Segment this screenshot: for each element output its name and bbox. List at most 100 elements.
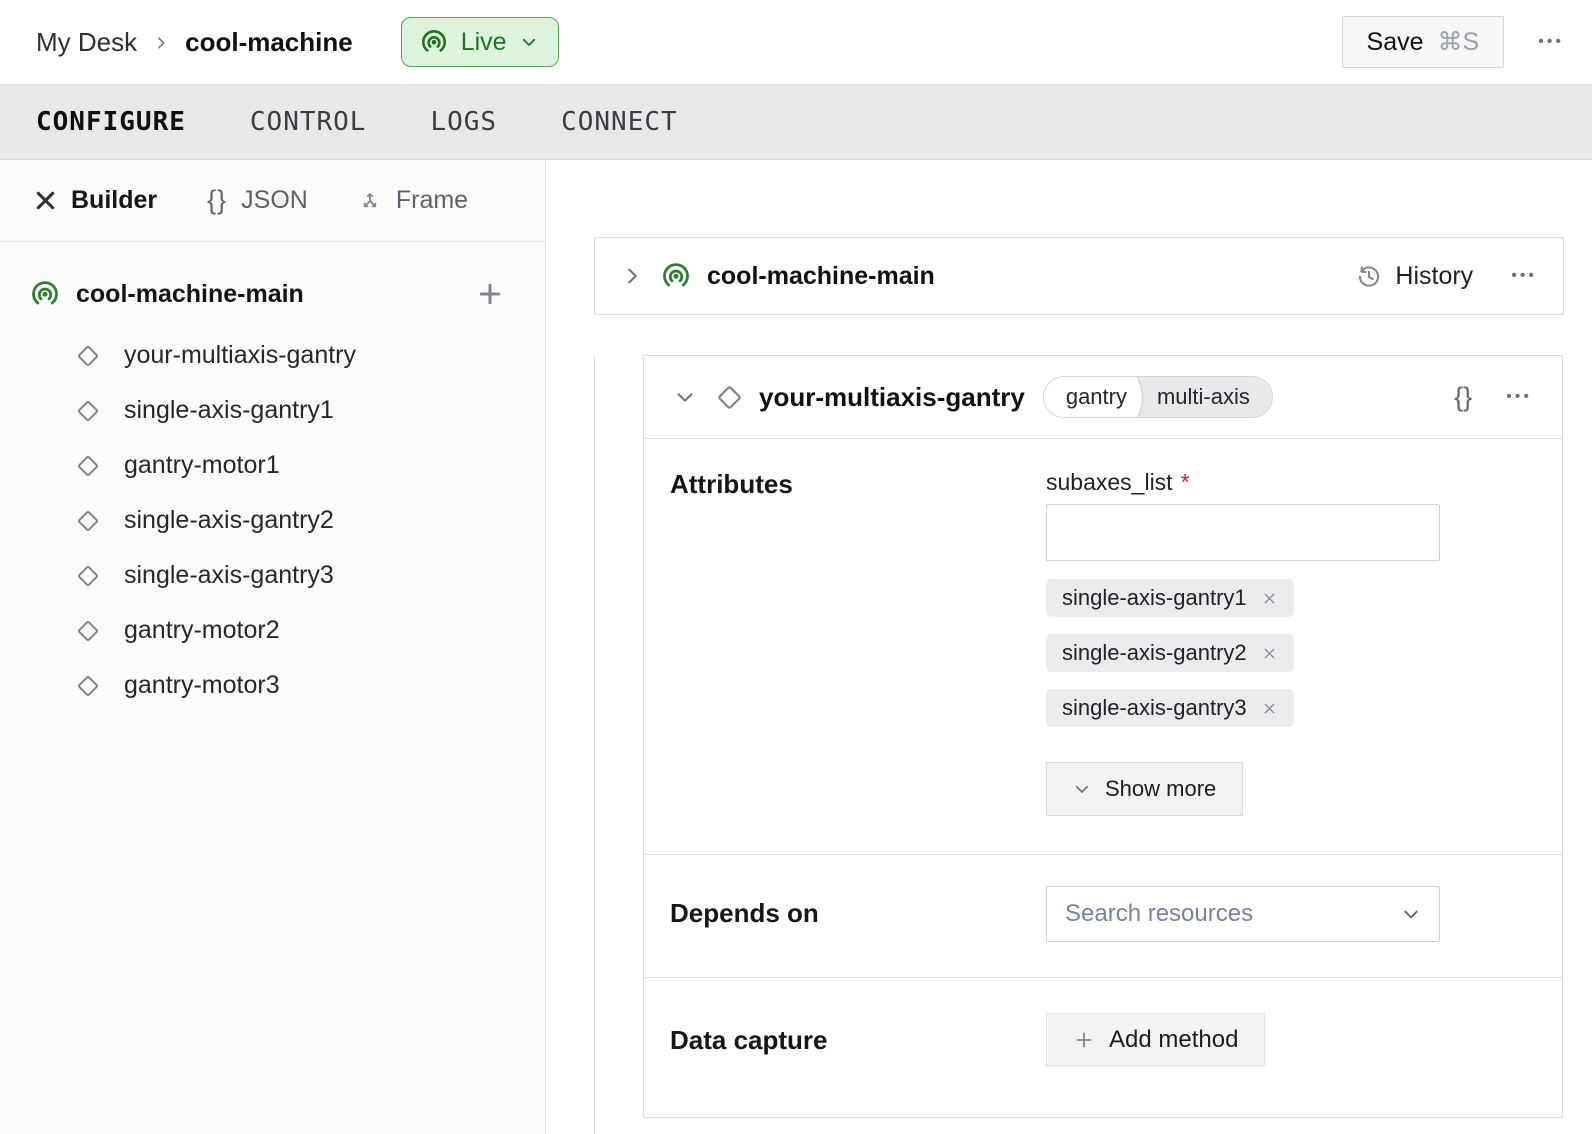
tree-item-label: gantry-motor3 (124, 671, 280, 699)
mode-json[interactable]: {} JSON (207, 185, 308, 216)
view-mode-switcher: Builder {} JSON Frame (0, 160, 545, 242)
resource-card: your-multiaxis-gantry gantry multi-axis … (643, 355, 1563, 1118)
diamond-icon (76, 344, 100, 368)
tree-items: your-multiaxis-gantry single-axis-gantry… (30, 328, 505, 713)
breadcrumb-root-link[interactable]: My Desk (36, 26, 138, 57)
diamond-icon (76, 454, 100, 478)
chip-label: single-axis-gantry3 (1062, 695, 1247, 720)
machine-card-menu-icon[interactable]: ••• (1511, 267, 1537, 284)
tree-root-machine-part[interactable]: cool-machine-main (30, 266, 505, 322)
mode-frame-label: Frame (395, 186, 469, 214)
diamond-icon (76, 509, 100, 533)
mode-frame[interactable]: Frame (358, 186, 468, 215)
tree-item-label: gantry-motor2 (124, 616, 280, 644)
history-button[interactable]: History (1355, 262, 1473, 291)
tree-item-single-axis-gantry1[interactable]: single-axis-gantry1 (76, 383, 505, 438)
show-more-label: Show more (1105, 776, 1217, 801)
diamond-icon (76, 399, 100, 423)
tab-configure[interactable]: CONFIGURE (36, 107, 186, 137)
mode-json-label: JSON (241, 186, 308, 214)
attributes-fields: subaxes_list * single-axis-gantry1 (1046, 469, 1536, 816)
save-shortcut: ⌘S (1437, 28, 1480, 56)
chip-single-axis-gantry1: single-axis-gantry1 (1046, 579, 1294, 617)
machine-part-icon (30, 279, 60, 309)
diamond-icon (76, 619, 100, 643)
data-capture-heading: Data capture (670, 1025, 828, 1055)
resource-menu-icon[interactable]: ••• (1506, 388, 1532, 405)
depends-on-select[interactable]: Search resources (1046, 886, 1440, 942)
breadcrumb: My Desk cool-machine (36, 27, 353, 58)
data-capture-field: Add method (1046, 1013, 1536, 1066)
diamond-icon (716, 384, 743, 411)
attributes-heading: Attributes (670, 469, 793, 499)
tools-icon (34, 189, 57, 212)
machine-part-title: cool-machine-main (707, 261, 935, 290)
show-more-button[interactable]: Show more (1046, 762, 1244, 816)
live-label: Live (460, 27, 507, 56)
close-icon[interactable] (1261, 590, 1278, 607)
more-menu-icon[interactable]: ••• (1538, 33, 1564, 50)
depends-on-placeholder: Search resources (1065, 900, 1254, 927)
resource-card-header: your-multiaxis-gantry gantry multi-axis … (644, 356, 1562, 439)
main-panel: cool-machine-main History ••• (546, 160, 1592, 1134)
subaxes-list-input[interactable] (1046, 504, 1440, 561)
chevron-right-icon[interactable] (621, 265, 643, 287)
tree-item-label: gantry-motor1 (124, 451, 280, 479)
resource-json-braces-icon[interactable]: {} (1454, 381, 1473, 412)
depends-on-section: Depends on Search resources (644, 854, 1562, 977)
history-label: History (1395, 261, 1474, 290)
tree-item-label: single-axis-gantry2 (124, 506, 334, 534)
add-method-button[interactable]: Add method (1046, 1013, 1266, 1066)
live-status-dropdown[interactable]: Live (400, 17, 559, 67)
subaxes-chip-list: single-axis-gantry1 single-axis-gantry2 (1046, 579, 1536, 727)
field-label-row: subaxes_list * (1046, 469, 1536, 496)
mode-builder-label: Builder (71, 186, 158, 214)
chip-label: single-axis-gantry2 (1062, 640, 1247, 665)
diamond-icon (76, 674, 100, 698)
tree-item-single-axis-gantry2[interactable]: single-axis-gantry2 (76, 493, 505, 548)
add-resource-plus-icon[interactable] (475, 279, 505, 309)
tree-item-label: single-axis-gantry3 (124, 561, 334, 589)
chevron-down-icon (1401, 904, 1421, 924)
machine-part-body: your-multiaxis-gantry gantry multi-axis … (594, 355, 1564, 1134)
mode-builder[interactable]: Builder (34, 186, 157, 215)
tab-logs[interactable]: LOGS (430, 107, 498, 137)
tree-item-single-axis-gantry3[interactable]: single-axis-gantry3 (76, 548, 505, 603)
breadcrumb-current[interactable]: cool-machine (185, 26, 353, 57)
chip-single-axis-gantry3: single-axis-gantry3 (1046, 689, 1294, 727)
machine-part-icon (661, 261, 691, 291)
braces-icon: {} (207, 185, 228, 215)
resource-title: your-multiaxis-gantry (759, 381, 1025, 412)
subaxes-list-label: subaxes_list (1046, 469, 1173, 495)
live-broadcast-icon (420, 28, 448, 56)
tab-control[interactable]: CONTROL (249, 107, 367, 137)
depends-on-field: Search resources (1046, 886, 1536, 942)
chevron-down-icon[interactable] (674, 386, 696, 408)
depends-on-heading: Depends on (670, 898, 819, 928)
badge-divider (1136, 377, 1149, 417)
tree-item-gantry-motor1[interactable]: gantry-motor1 (76, 438, 505, 493)
chip-label: single-axis-gantry1 (1062, 585, 1247, 610)
save-button[interactable]: Save ⌘S (1341, 16, 1505, 68)
tree-root-label: cool-machine-main (76, 279, 304, 308)
close-icon[interactable] (1261, 700, 1278, 717)
chevron-down-icon (1073, 780, 1091, 798)
tree-item-gantry-motor2[interactable]: gantry-motor2 (76, 603, 505, 658)
machine-tab-bar: CONFIGURE CONTROL LOGS CONNECT (0, 84, 1592, 160)
tree-item-gantry-motor3[interactable]: gantry-motor3 (76, 658, 505, 713)
tree-item-label: your-multiaxis-gantry (124, 341, 357, 369)
tab-connect[interactable]: CONNECT (561, 107, 678, 137)
plus-icon (1073, 1029, 1095, 1051)
tree-item-your-multiaxis-gantry[interactable]: your-multiaxis-gantry (76, 328, 505, 383)
chevron-right-icon (153, 35, 169, 51)
resource-tree: cool-machine-main your-multiaxis-gantry … (0, 242, 545, 713)
diamond-icon (76, 564, 100, 588)
data-capture-section: Data capture Add method (644, 977, 1562, 1117)
model-name-badge: multi-axis (1148, 377, 1272, 417)
workspace: Builder {} JSON Frame (0, 160, 1592, 1134)
close-icon[interactable] (1261, 645, 1278, 662)
frame-axes-icon (358, 189, 382, 213)
model-api-badge: gantry (1043, 377, 1133, 417)
add-method-label: Add method (1109, 1025, 1239, 1053)
chip-single-axis-gantry2: single-axis-gantry2 (1046, 634, 1294, 672)
